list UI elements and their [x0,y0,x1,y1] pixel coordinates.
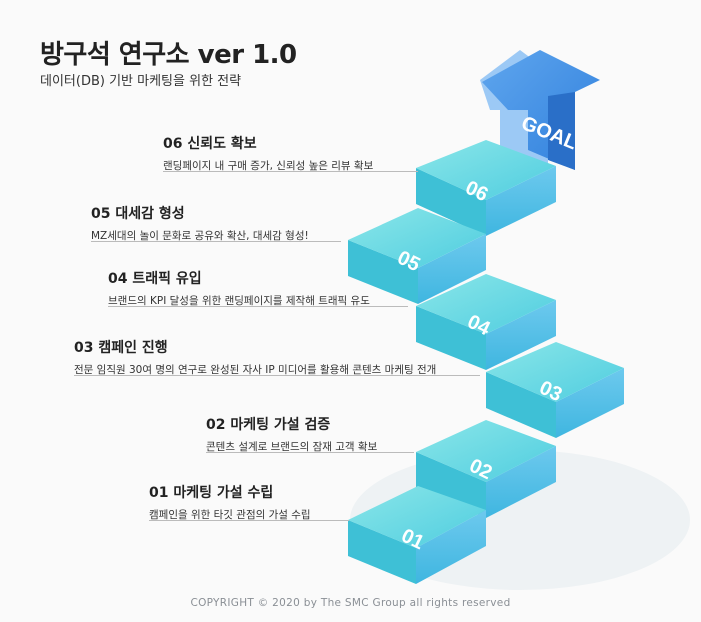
step-description: MZ세대의 놀이 문화로 공유와 확산, 대세감 형성! [91,230,309,242]
stair-tread [486,342,624,402]
stair-riser-right [486,166,556,236]
stair-step: 01 [348,486,486,584]
step-heading: 06 신뢰도 확보 [163,136,257,152]
step-heading: 03 캠페인 진행 [74,340,168,356]
step-description: 콘텐츠 설계로 브랜드의 잠재 고객 확보 [206,441,378,453]
stair-riser-left [486,372,556,438]
step-description: 캠페인을 위한 타깃 관점의 가설 수립 [149,509,311,521]
stair-tread [416,140,556,200]
stair-tread [416,420,556,482]
step-leader-line [91,241,341,242]
step-heading: 05 대세감 형성 [91,206,185,222]
stair-riser-left [416,452,486,518]
step-leader-line [74,375,480,376]
stair-tread [416,274,556,334]
stair-riser-left [416,306,486,370]
stair-step: 04 [416,274,556,370]
step-02-label: 02 마케팅 가설 검증 콘텐츠 설계로 브랜드의 잠재 고객 확보 [206,414,414,454]
step-description: 전문 임직원 30여 명의 연구로 완성된 자사 IP 미디어를 활용해 콘텐츠… [74,364,437,376]
step-heading: 02 마케팅 가설 검증 [206,417,331,433]
step-01-label: 01 마케팅 가설 수립 캠페인을 위한 타깃 관점의 가설 수립 [149,482,349,522]
step-leader-line [108,306,408,307]
stair-riser-right [486,446,556,518]
stair-tread [348,208,486,268]
stair-riser-right [416,510,486,584]
stair-riser-left [348,240,418,304]
goal-arrow: GOAL [480,50,600,170]
stair-riser-right [556,368,624,438]
stair-step: 03 [486,342,624,438]
stair-step: 02 [416,420,556,518]
step-heading: 01 마케팅 가설 수립 [149,485,274,501]
stair-riser-right [418,234,486,304]
stair-tread [348,486,486,548]
page-subtitle: 데이터(DB) 기반 마케팅을 위한 전략 [40,74,242,89]
copyright-footer: COPYRIGHT © 2020 by The SMC Group all ri… [190,597,511,609]
step-03-label: 03 캠페인 진행 전문 임직원 30여 명의 연구로 완성된 자사 IP 미디… [74,337,480,377]
stair-step: 06 [416,140,556,236]
step-leader-line [149,520,349,521]
stair-riser-left [416,168,486,236]
step-04-label: 04 트래픽 유입 브랜드의 KPI 달성을 위한 랜딩페이지를 제작해 트래픽… [108,268,408,308]
step-description: 랜딩페이지 내 구매 증가, 신뢰성 높은 리뷰 확보 [163,160,374,172]
step-05-label: 05 대세감 형성 MZ세대의 놀이 문화로 공유와 확산, 대세감 형성! [91,203,341,243]
page-title: 방구석 연구소 ver 1.0 [40,40,297,70]
step-leader-line [163,171,418,172]
stair-riser-left [348,520,416,584]
step-06-label: 06 신뢰도 확보 랜딩페이지 내 구매 증가, 신뢰성 높은 리뷰 확보 [163,133,418,173]
step-leader-line [206,452,414,453]
stair-riser-right [486,300,556,370]
stair-step: 05 [348,208,486,304]
step-heading: 04 트래픽 유입 [108,271,202,287]
step-description: 브랜드의 KPI 달성을 위한 랜딩페이지를 제작해 트래픽 유도 [108,295,370,307]
